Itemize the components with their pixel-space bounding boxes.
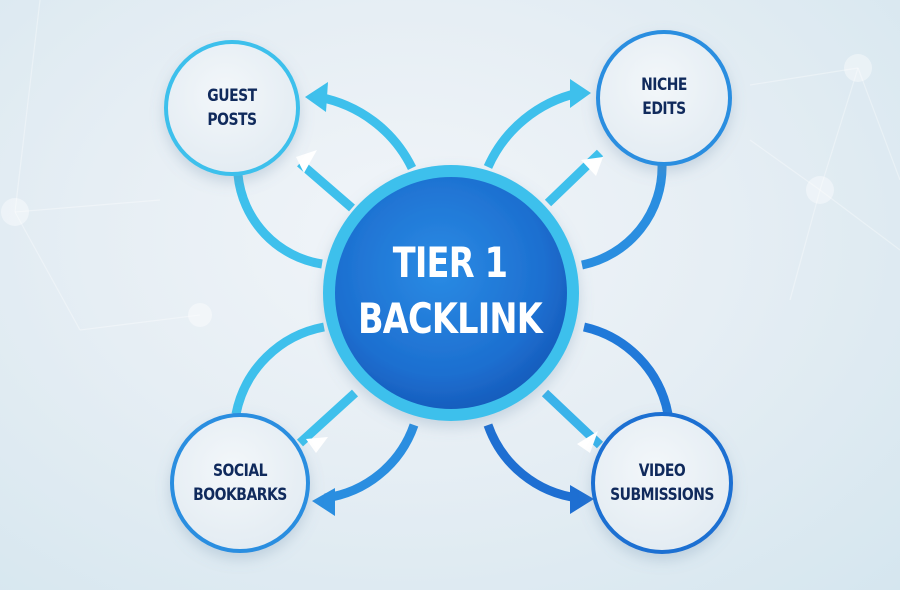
node-video-submissions [591,412,733,554]
niche-edits-line1: NICHE [641,75,687,95]
arrow-head-video-inner [577,431,598,453]
guest-posts-line2: POSTS [207,110,257,130]
center-node [323,165,579,421]
connector-niche-edits-lower [581,163,667,270]
node-guest-posts [164,40,300,176]
arrow-head-niche-edits-outer [570,79,591,108]
guest-posts-line1: GUEST [207,86,257,106]
node-niche-edits [596,30,732,166]
social-bookbarks-line2: BOOKBARKS [193,485,287,505]
video-submissions-line2: SUBMISSIONS [610,485,714,505]
arrow-head-guest-posts-outer [305,82,328,112]
social-bookbarks-line1: SOCIAL [212,461,268,481]
connector-social-diagonal [296,389,359,447]
background-network [14,0,900,331]
arrow-head-social-outer [312,488,335,516]
connector-guest-posts [233,92,417,269]
node-social-bookbarks [170,413,310,553]
arrow-head-guest-posts-inner [296,150,317,173]
background-dots [1,54,872,327]
connector-social-lower [324,423,419,503]
guest-posts-label: GUEST POSTS [183,84,281,132]
arrow-head-social-inner [306,437,328,453]
center-node-label: TIER 1 BACKLINK [346,235,554,347]
niche-edits-line2: EDITS [642,99,686,119]
video-submissions-label: VIDEO SUBMISSIONS [601,459,724,507]
video-submissions-line1: VIDEO [638,461,686,481]
social-bookbarks-label: SOCIAL BOOKBARKS [183,459,298,507]
connector-video-upper [582,322,673,415]
center-label-line2: BACKLINK [358,294,543,343]
arrow-head-video-outer [570,485,594,514]
connector-video-lower [483,423,579,503]
arrow-head-niche-edits-inner [581,157,603,176]
center-label-line1: TIER 1 [392,238,508,287]
niche-edits-label: NICHE EDITS [615,73,713,121]
connector-social-upper [231,322,325,415]
